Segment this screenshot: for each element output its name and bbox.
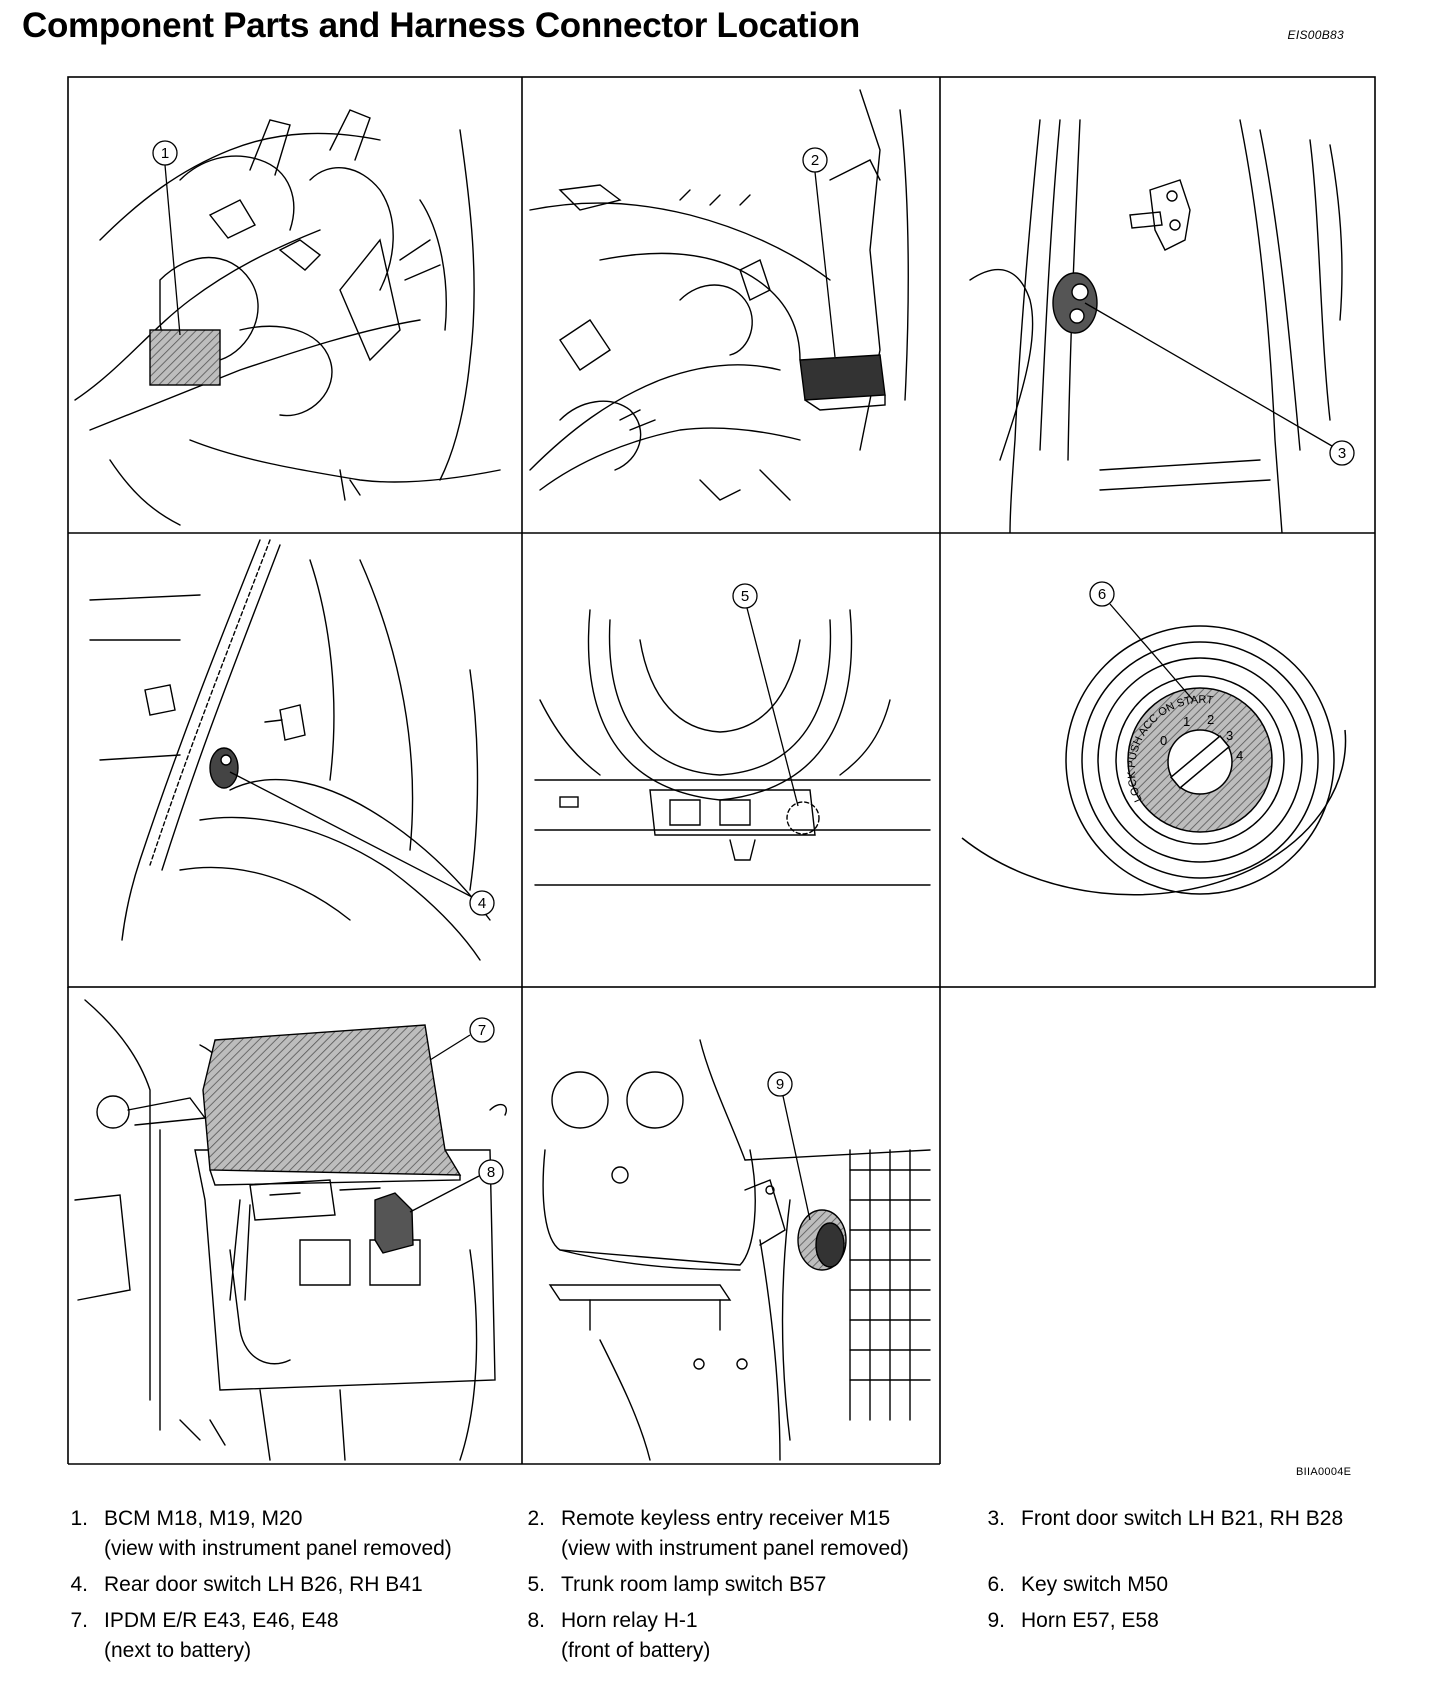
callout-number-3: 3 (1338, 445, 1346, 462)
panel-trunk-lamp-switch (534, 609, 931, 886)
callout-1 (152, 140, 181, 336)
legend-number: 6. (987, 1573, 1005, 1596)
key-num-1: 1 (1183, 714, 1190, 729)
legend-number: 9. (987, 1609, 1005, 1632)
legend-number: 2. (527, 1507, 545, 1530)
callout-8 (409, 1159, 504, 1213)
key-num-0: 0 (1160, 733, 1167, 748)
legend-number: 7. (70, 1609, 88, 1632)
callout-3 (1084, 302, 1355, 466)
callout-number-4: 4 (478, 895, 486, 912)
callout-6 (1089, 581, 1194, 701)
legend-number: 5. (527, 1573, 545, 1596)
legend-number: 8. (527, 1609, 545, 1632)
panel-key-switch (961, 625, 1347, 896)
callout-number-5: 5 (741, 588, 749, 605)
legend-text: Front door switch LH B21, RH B28 (1021, 1507, 1344, 1530)
callout-5 (732, 583, 799, 807)
callout-2 (802, 147, 836, 358)
page-title: Component Parts and Harness Connector Lo… (22, 6, 860, 45)
legend-number: 4. (70, 1573, 88, 1596)
legend-number: 3. (987, 1507, 1005, 1530)
callout-7 (429, 1017, 495, 1061)
callout-number-2: 2 (811, 152, 819, 169)
component-location-figure: LOCK PUSH ACC ON START 0 1 2 3 4 (67, 76, 1376, 1465)
panel-bcm (74, 109, 501, 526)
legend-text: Horn relay H-1(front of battery) (561, 1609, 711, 1662)
panel-grid (67, 76, 1376, 1465)
key-num-2: 2 (1207, 712, 1214, 727)
document-code: EIS00B83 (1287, 28, 1344, 42)
callout-number-9: 9 (776, 1076, 784, 1093)
callout-number-8: 8 (487, 1164, 495, 1181)
callout-number-1: 1 (161, 145, 169, 162)
callout-number-7: 7 (478, 1022, 486, 1039)
legend-text: Horn E57, E58 (1021, 1609, 1159, 1632)
key-num-4: 4 (1236, 748, 1243, 763)
legend-number: 1. (70, 1507, 88, 1530)
key-num-3: 3 (1226, 728, 1233, 743)
callout-number-6: 6 (1098, 586, 1106, 603)
figure-code: BIIA0004E (1296, 1466, 1352, 1478)
panel-rear-door-switch (89, 539, 491, 961)
callout-numbers: 1 2 3 4 5 6 7 8 9 (161, 145, 1346, 1181)
callout-9 (767, 1071, 811, 1221)
legend-text: Rear door switch LH B26, RH B41 (104, 1573, 423, 1596)
callout-4 (229, 771, 495, 916)
panel-front-door-switch (969, 119, 1343, 533)
legend-text: Key switch M50 (1021, 1573, 1169, 1596)
panel-keyless-receiver (529, 89, 909, 501)
legend-text: Trunk room lamp switch B57 (561, 1573, 827, 1596)
legend-text: Remote keyless entry receiver M15(view w… (561, 1507, 909, 1560)
panel-horn (542, 1039, 931, 1461)
legend-text: IPDM E/R E43, E46, E48(next to battery) (104, 1609, 339, 1662)
panel-ipdm (74, 999, 507, 1461)
legend-text: BCM M18, M19, M20(view with instrument p… (104, 1507, 452, 1560)
